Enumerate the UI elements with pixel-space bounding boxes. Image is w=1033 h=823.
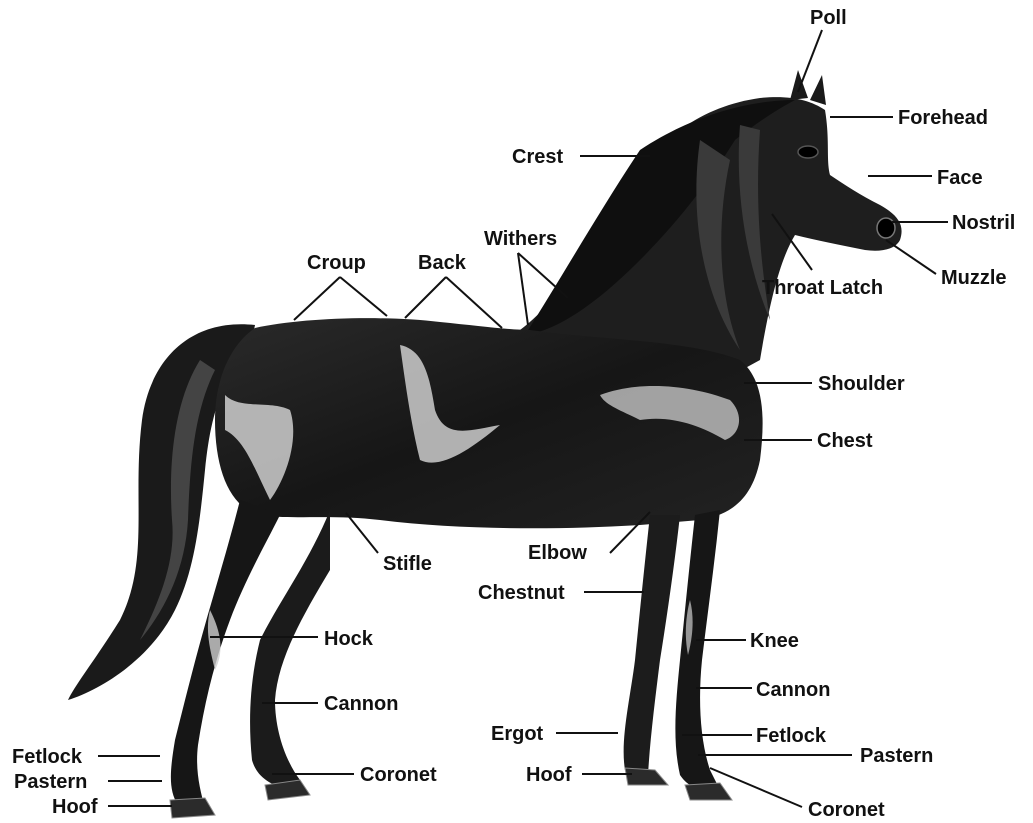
eye [798, 146, 818, 158]
label-fetlock-left: Fetlock [12, 746, 83, 768]
label-chestnut: Chestnut [478, 582, 565, 604]
label-fetlock-right: Fetlock [756, 725, 827, 747]
leader-croup-b [340, 277, 387, 316]
fore-leg-far [624, 515, 680, 775]
label-knee: Knee [750, 630, 799, 652]
label-face: Face [937, 167, 983, 189]
leader-withers-b [518, 253, 568, 298]
horse-illustration [68, 70, 902, 818]
label-elbow: Elbow [528, 542, 587, 564]
label-hoof-left: Hoof [52, 796, 98, 818]
leader-withers-a [518, 253, 528, 325]
leader-back-a [405, 277, 446, 318]
label-coronet-left: Coronet [360, 764, 437, 786]
body [215, 318, 763, 528]
hoof-fore-far [625, 768, 668, 785]
leader-coronet-right [710, 768, 802, 807]
label-hock: Hock [324, 628, 374, 650]
label-throat-latch: Throat Latch [762, 277, 883, 299]
label-pastern-left: Pastern [14, 771, 87, 793]
label-shoulder: Shoulder [818, 373, 905, 395]
label-crest: Crest [512, 146, 563, 168]
label-poll: Poll [810, 7, 847, 29]
label-cannon-right: Cannon [756, 679, 830, 701]
hoof-hind-near [170, 798, 215, 818]
label-muzzle: Muzzle [941, 267, 1007, 289]
label-hoof-right: Hoof [526, 764, 572, 786]
label-ergot: Ergot [491, 723, 544, 745]
label-chest: Chest [817, 430, 873, 452]
label-nostril: Nostril [952, 212, 1015, 234]
hind-leg-far [250, 510, 330, 790]
label-croup: Croup [307, 252, 366, 274]
label-cannon-left: Cannon [324, 693, 398, 715]
fore-leg-near [675, 510, 720, 791]
label-pastern-right: Pastern [860, 745, 933, 767]
label-back: Back [418, 252, 467, 274]
leader-back-b [446, 277, 502, 328]
label-coronet-right: Coronet [808, 799, 885, 821]
leader-muzzle [886, 240, 936, 274]
label-forehead: Forehead [898, 107, 988, 129]
leader-croup-a [294, 277, 340, 320]
hoof-fore-near [685, 783, 732, 800]
label-withers: Withers [484, 228, 557, 250]
label-stifle: Stifle [383, 553, 432, 575]
